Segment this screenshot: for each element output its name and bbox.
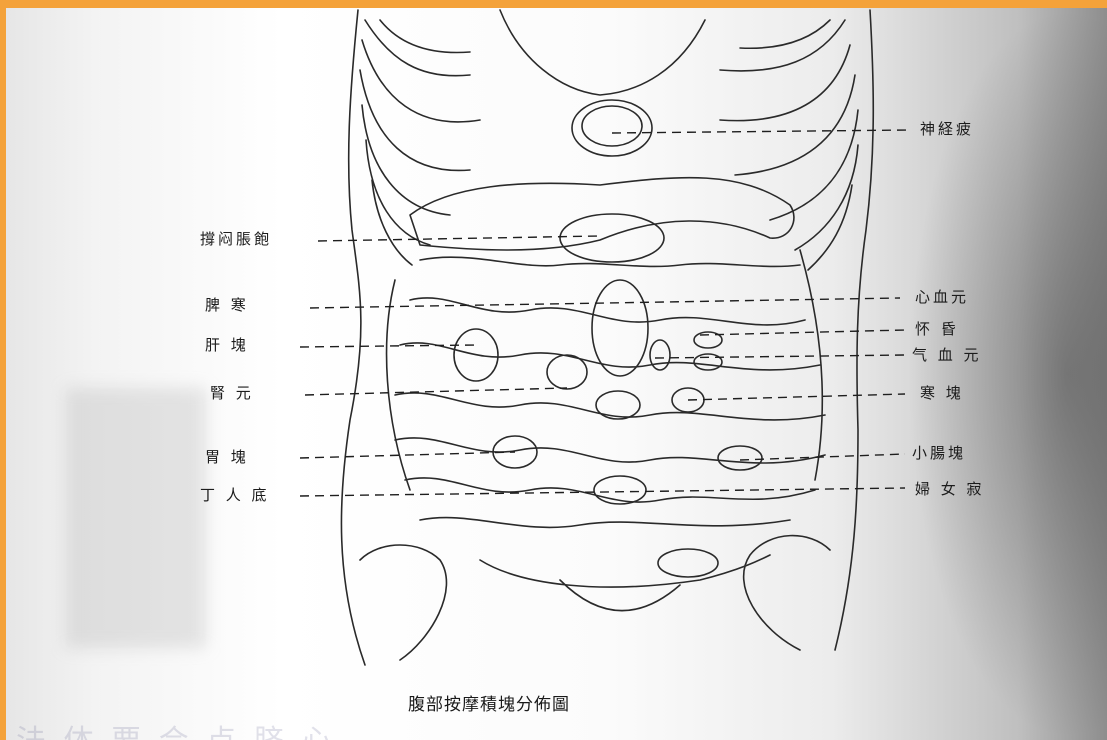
ascending-colon	[387, 280, 410, 490]
organ-spleen-blob	[592, 280, 648, 376]
label-right-3: 怀 昏	[915, 318, 959, 339]
leader-l5	[300, 452, 515, 458]
label-right-2: 心血元	[915, 286, 969, 307]
leader-l1	[318, 236, 600, 241]
leader-l2-r2	[310, 298, 900, 308]
label-right-6: 小腸塊	[912, 442, 966, 463]
ribcage-left	[360, 20, 480, 265]
organ-blob-8	[694, 354, 722, 370]
ribcage-right	[720, 20, 858, 270]
label-left-2: 脾 寒	[205, 294, 249, 315]
colon-node	[560, 214, 664, 262]
leader-r5	[688, 394, 905, 400]
label-right-7: 婦 女 寂	[915, 478, 985, 499]
sternum-line	[500, 10, 705, 95]
leader-r4	[655, 355, 905, 358]
leader-l4	[305, 388, 567, 395]
label-right-1: 神経疲	[920, 118, 974, 139]
torso-outline-left	[341, 10, 365, 665]
label-left-6: 丁 人 底	[200, 484, 270, 505]
organ-kidney-blob	[547, 355, 587, 389]
label-left-5: 胃 塊	[205, 446, 249, 467]
label-left-4: 腎 元	[210, 382, 254, 403]
leader-r1	[612, 130, 910, 133]
organ-blob-6	[650, 340, 670, 370]
diagram-caption: 腹部按摩積塊分佈圖	[408, 690, 570, 715]
label-right-5: 寒 塊	[920, 382, 964, 403]
organ-blob-11	[718, 446, 762, 470]
stomach-organ	[572, 100, 652, 156]
pelvis	[360, 536, 830, 660]
leader-l3	[300, 345, 476, 347]
leader-r3	[700, 330, 905, 335]
organ-blob-4	[596, 391, 640, 419]
label-left-3: 肝 塊	[205, 334, 249, 355]
label-right-4: 气 血 元	[912, 344, 982, 365]
leader-l6-r7	[300, 488, 905, 496]
torso-outline-right	[835, 10, 873, 650]
label-left-1: 撐闷脹飽	[200, 228, 272, 249]
